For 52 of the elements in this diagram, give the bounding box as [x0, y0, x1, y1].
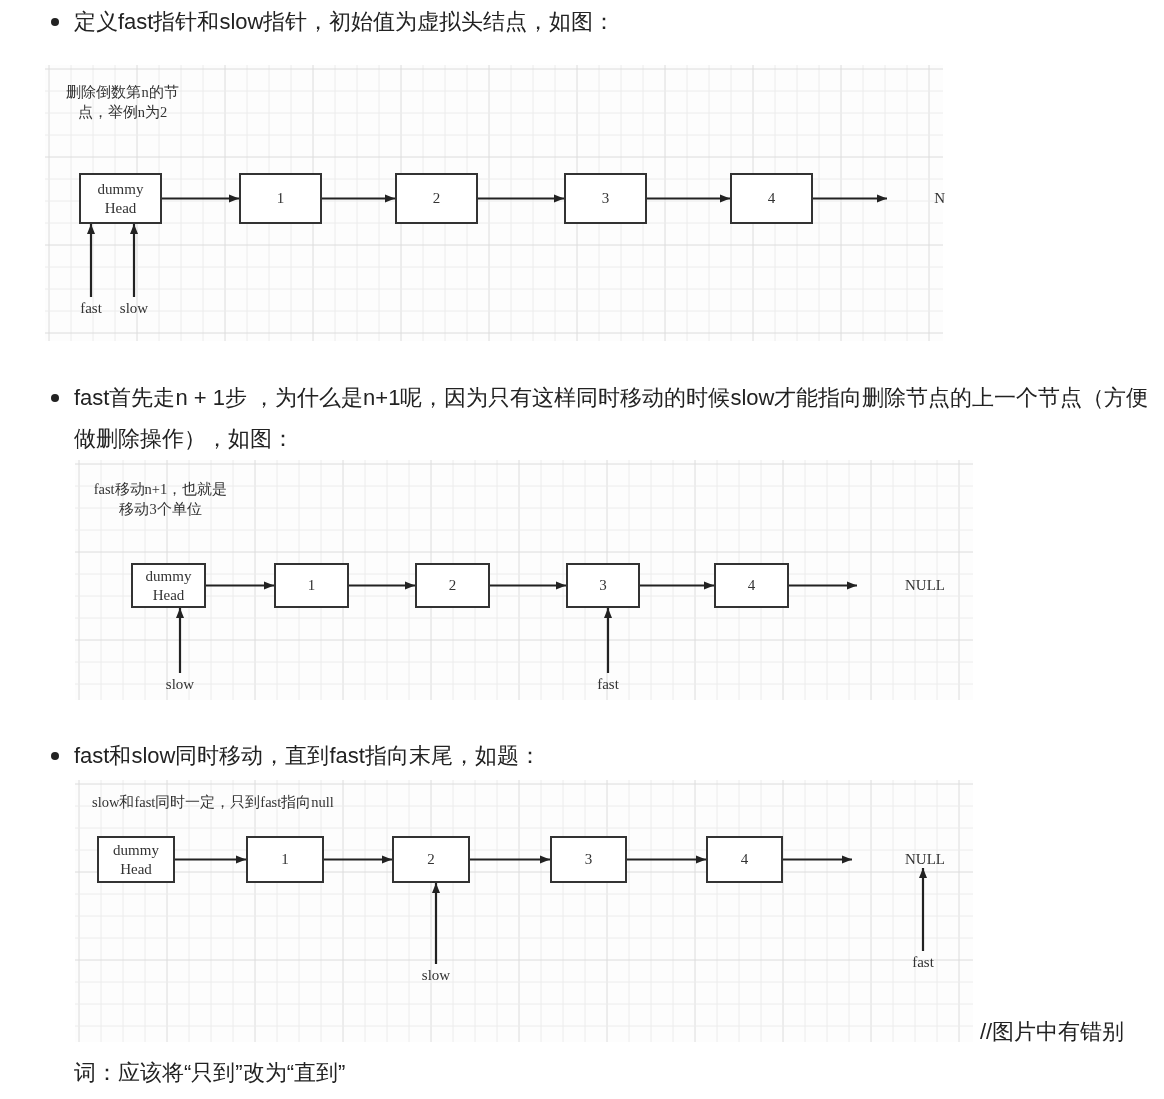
list-node-box: 3 [564, 173, 647, 224]
list-node-box: dummy Head [97, 836, 175, 883]
list-node-box: 1 [274, 563, 349, 608]
note-text: fast移动n+1，也就是移动3个单位 [92, 480, 229, 519]
arrow [470, 855, 550, 864]
pointer-label: fast [591, 675, 625, 693]
arrow [789, 581, 857, 590]
arrow [162, 194, 239, 203]
null-label: NULL [852, 850, 945, 868]
note-text: slow和fast同时一定，只到fast指向null [92, 793, 335, 812]
bullet-text: fast首先走n + 1步 ，为什么是n+1呢，因为只有这样同时移动的时候slow才能指向删除节点的上一个节点（方便做删除操作），如图： [74, 384, 1150, 453]
list-node-box: dummy Head [79, 173, 162, 224]
null-label: N [887, 189, 945, 207]
arrow [175, 855, 246, 864]
list-node-box: 1 [246, 836, 324, 883]
list-node-box: 2 [415, 563, 490, 608]
arrow [919, 868, 927, 951]
list-node-box: 1 [239, 173, 322, 224]
list-node-box: 4 [730, 173, 813, 224]
arrow [349, 581, 415, 590]
pointer-label: slow [160, 675, 200, 693]
list-node-box: 2 [395, 173, 478, 224]
arrow [87, 224, 95, 297]
arrow [627, 855, 706, 864]
arrow [322, 194, 395, 203]
bullet-text: fast和slow同时移动，直到fast指向末尾，如题： [74, 742, 542, 770]
bullet-text: 定义fast指针和slow指针，初始值为虚拟头结点，如图： [74, 8, 617, 36]
pointer-label: fast [906, 953, 940, 971]
arrow [324, 855, 392, 864]
arrow [490, 581, 566, 590]
note-text: 删除倒数第n的节点，举例n为2 [65, 83, 180, 122]
list-node-box: 4 [714, 563, 789, 608]
pointer-label: slow [114, 299, 154, 317]
arrow [432, 883, 440, 964]
pointer-label: fast [74, 299, 108, 317]
list-node-box: 4 [706, 836, 783, 883]
null-label: NULL [857, 576, 945, 594]
list-node-box: 3 [550, 836, 627, 883]
arrow [783, 855, 852, 864]
arrow [206, 581, 274, 590]
arrow [640, 581, 714, 590]
arrow [647, 194, 730, 203]
list-node-box: dummy Head [131, 563, 206, 608]
arrow [604, 608, 612, 673]
arrow [176, 608, 184, 673]
arrow [813, 194, 887, 203]
arrow [478, 194, 564, 203]
note-text: //图片中有错别词：应该将“只到”改为“直到” [74, 1018, 1126, 1087]
pointer-label: slow [416, 966, 456, 984]
list-node-box: 2 [392, 836, 470, 883]
arrow [130, 224, 138, 297]
list-node-box: 3 [566, 563, 640, 608]
